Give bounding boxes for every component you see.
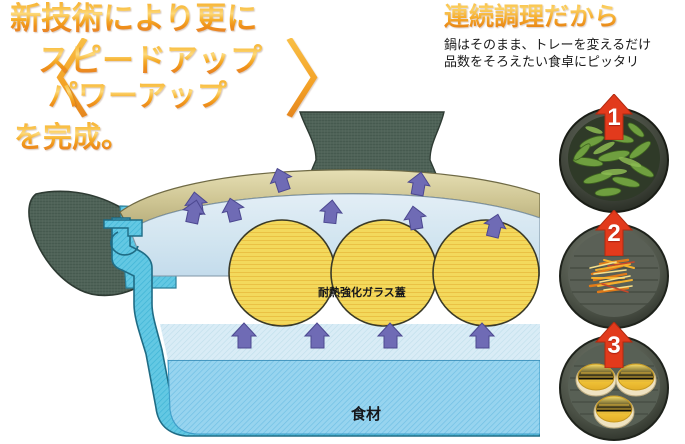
- tray-2-number: 2: [607, 220, 621, 247]
- pot-body-group: [103, 217, 540, 437]
- steam-arrow: [468, 322, 496, 349]
- bracket-left: 〈: [6, 38, 92, 124]
- right-header-subline-1: 鍋はそのまま、トレーを変えるだけ: [444, 37, 652, 52]
- steam-arrow: [403, 205, 428, 231]
- shredded-vegetables: [588, 258, 635, 294]
- right-header-block: 連続調理だから 鍋はそのまま、トレーを変えるだけ 品数をそろえたい食卓にピッタリ: [444, 2, 684, 70]
- steam-arrow: [303, 322, 331, 349]
- tray-1-badge: 1: [594, 93, 634, 141]
- bracket-right: 〉: [282, 31, 368, 131]
- right-header-title: 連続調理だから: [444, 2, 684, 32]
- pot-cross-section-diagram: 耐熱強化ガラス蓋 食材 蒸気 蒸気 水: [0, 108, 540, 444]
- pot-diagram-svg: [28, 111, 540, 437]
- tray-2-illustration: [559, 223, 669, 329]
- steam-arrow: [406, 171, 431, 197]
- steam-arrow: [230, 322, 258, 349]
- right-header-subline-2: 品数をそろえたい食卓にピッタリ: [444, 54, 640, 69]
- tray-3-badge: 3: [594, 321, 634, 369]
- headline-line-3: パワーアップ: [48, 80, 227, 113]
- steam-arrows-group: [182, 167, 507, 349]
- tray-item-1: 1: [548, 93, 680, 213]
- green-beans: [572, 122, 655, 197]
- tray-item-2: 2: [548, 209, 680, 329]
- headline-line-4: を完成。: [14, 122, 131, 154]
- steamed-buns: [575, 363, 657, 429]
- steam-arrow: [182, 199, 206, 225]
- tray-item-3: 3: [548, 321, 680, 441]
- steam-arrow: [269, 167, 293, 193]
- steam-arrow: [221, 197, 245, 223]
- tray-1-number: 1: [607, 104, 621, 131]
- steam-arrow: [376, 322, 404, 349]
- headline-line-2: スピードアップ: [38, 42, 263, 78]
- tray-2-badge: 2: [594, 209, 634, 257]
- headline-line-1: 新技術により更に: [10, 1, 258, 36]
- label-food: 食材: [351, 406, 382, 423]
- food-items-group: [228, 219, 540, 327]
- steam-chamber: [160, 324, 540, 360]
- tray-3-number: 3: [607, 332, 621, 359]
- lid-knob-group: [299, 111, 445, 175]
- tray-sequence-column: 1: [548, 93, 680, 444]
- food-circle-center: [330, 219, 438, 327]
- headline-block: 新技術により更に 〈 〉 スピードアップ パワーアップ を完成。: [4, 1, 368, 177]
- steam-arrow: [318, 199, 344, 225]
- food-circle-right: [432, 219, 540, 327]
- food-circle-left: [228, 219, 336, 327]
- steam-arrow: [483, 213, 507, 239]
- label-glass-lid: 耐熱強化ガラス蓋: [318, 287, 406, 299]
